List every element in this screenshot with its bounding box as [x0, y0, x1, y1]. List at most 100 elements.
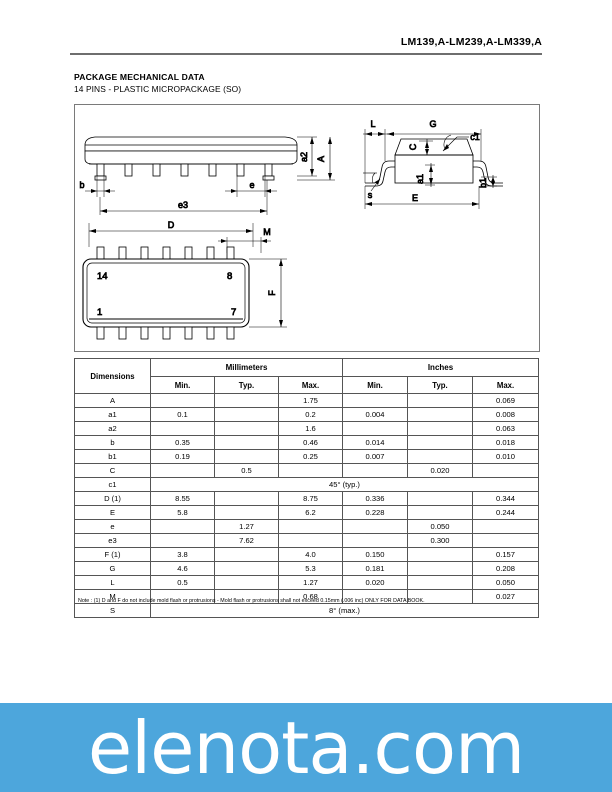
dimension-in-max: 0.010 [472, 449, 539, 464]
top-view-label-D: D [168, 220, 175, 230]
top-view-pin-7: 7 [231, 307, 236, 318]
cross-section-view-drawing: L G C c1 s [363, 119, 503, 209]
dimension-mm-min: 0.19 [150, 449, 215, 464]
dimension-name: L [74, 575, 151, 590]
table-header-in-min: Min. [342, 376, 408, 394]
dimension-in-min: 0.007 [342, 449, 408, 464]
dimension-mm-max: 8.75 [278, 491, 343, 506]
dimension-mm-min [150, 421, 215, 436]
dimension-in-max [472, 519, 539, 534]
cross-section-label-L: L [370, 119, 375, 129]
dimension-mm-min: 0.1 [150, 407, 215, 422]
dimension-mm-typ: 7.62 [214, 533, 279, 548]
dimension-mm-max: 0.25 [278, 449, 343, 464]
dimension-mm-typ [214, 407, 279, 422]
dimension-name: e3 [74, 533, 151, 548]
dimension-in-min [342, 519, 408, 534]
dimension-in-max [472, 533, 539, 548]
dimension-name: a2 [74, 421, 151, 436]
table-header-mm-max: Max. [278, 376, 343, 394]
dimension-mm-min: 0.35 [150, 435, 215, 450]
dimension-mm-max: 1.6 [278, 421, 343, 436]
dimension-in-min: 0.336 [342, 491, 408, 506]
table-header-millimeters: Millimeters [150, 358, 343, 377]
dimension-in-max: 0.027 [472, 589, 539, 604]
dimension-name: D (1) [74, 491, 151, 506]
dimension-name: G [74, 561, 151, 576]
dimension-mm-min [150, 533, 215, 548]
table-header-inches: Inches [342, 358, 539, 377]
cross-section-label-C: C [408, 143, 418, 150]
dimension-in-typ [407, 421, 473, 436]
dimension-in-min: 0.020 [342, 575, 408, 590]
dimension-in-typ [407, 449, 473, 464]
dimension-mm-max: 4.0 [278, 547, 343, 562]
cross-section-label-a1: a1 [415, 174, 425, 184]
cross-section-label-G: G [429, 119, 436, 129]
side-view-label-e: e [249, 180, 254, 190]
side-view-label-a2: a2 [299, 152, 309, 162]
dimension-in-min: 0.150 [342, 547, 408, 562]
table-header-in-max: Max. [472, 376, 539, 394]
top-view-label-F: F [267, 290, 277, 296]
side-view-label-A: A [316, 156, 326, 162]
side-view-label-b: b [79, 180, 84, 190]
table-header-group-row: Dimensions Millimeters Inches [74, 358, 539, 394]
dimension-name: S [74, 603, 151, 618]
dimension-mm-typ [214, 491, 279, 506]
cross-section-label-b1: b1 [478, 178, 488, 188]
table-header-dimensions: Dimensions [74, 358, 151, 394]
dimension-mm-typ: 1.27 [214, 519, 279, 534]
dimension-in-typ [407, 491, 473, 506]
dimension-mm-max [278, 519, 343, 534]
dimension-in-min: 0.014 [342, 435, 408, 450]
dimension-name: b [74, 435, 151, 450]
dimension-mm-max: 1.27 [278, 575, 343, 590]
dimension-name: a1 [74, 407, 151, 422]
dimension-mm-min: 8.55 [150, 491, 215, 506]
dimension-in-min [342, 393, 408, 408]
table-header-mm-min: Min. [150, 376, 215, 394]
dimension-in-max: 0.069 [472, 393, 539, 408]
dimensions-table: Dimensions Millimeters Inches Min. Typ. … [74, 358, 539, 618]
dimension-in-max [472, 463, 539, 478]
dimension-mm-max: 0.2 [278, 407, 343, 422]
side-view-label-e3: e3 [178, 200, 188, 210]
dimension-mm-typ [214, 505, 279, 520]
table-header-sub-row: Min. Typ. Max. Min. Typ. Max. [75, 376, 539, 394]
dimension-in-max: 0.063 [472, 421, 539, 436]
dimension-in-typ [407, 505, 473, 520]
dimension-in-max: 0.344 [472, 491, 539, 506]
dimension-in-typ: 0.300 [407, 533, 473, 548]
top-view-pin-1: 1 [97, 307, 102, 318]
dimension-in-min [342, 421, 408, 436]
dimension-mm-max: 6.2 [278, 505, 343, 520]
dimension-in-typ [407, 435, 473, 450]
dimension-mm-max: 5.3 [278, 561, 343, 576]
dimension-name: e [74, 519, 151, 534]
side-view-drawing: b e e3 a2 A [79, 136, 335, 215]
package-outline-drawings: b e e3 a2 A [79, 119, 503, 340]
dimension-in-max: 0.244 [472, 505, 539, 520]
dimension-mm-min: 3.8 [150, 547, 215, 562]
dimension-in-typ [407, 575, 473, 590]
top-view-pin-8: 8 [227, 271, 232, 282]
table-header-in-typ: Typ. [407, 376, 473, 394]
dimension-mm-min: 0.5 [150, 575, 215, 590]
dimension-in-min [342, 463, 408, 478]
dimension-in-typ [407, 393, 473, 408]
dimension-in-max: 0.008 [472, 407, 539, 422]
dimension-mm-min [150, 463, 215, 478]
dimension-in-min: 0.228 [342, 505, 408, 520]
